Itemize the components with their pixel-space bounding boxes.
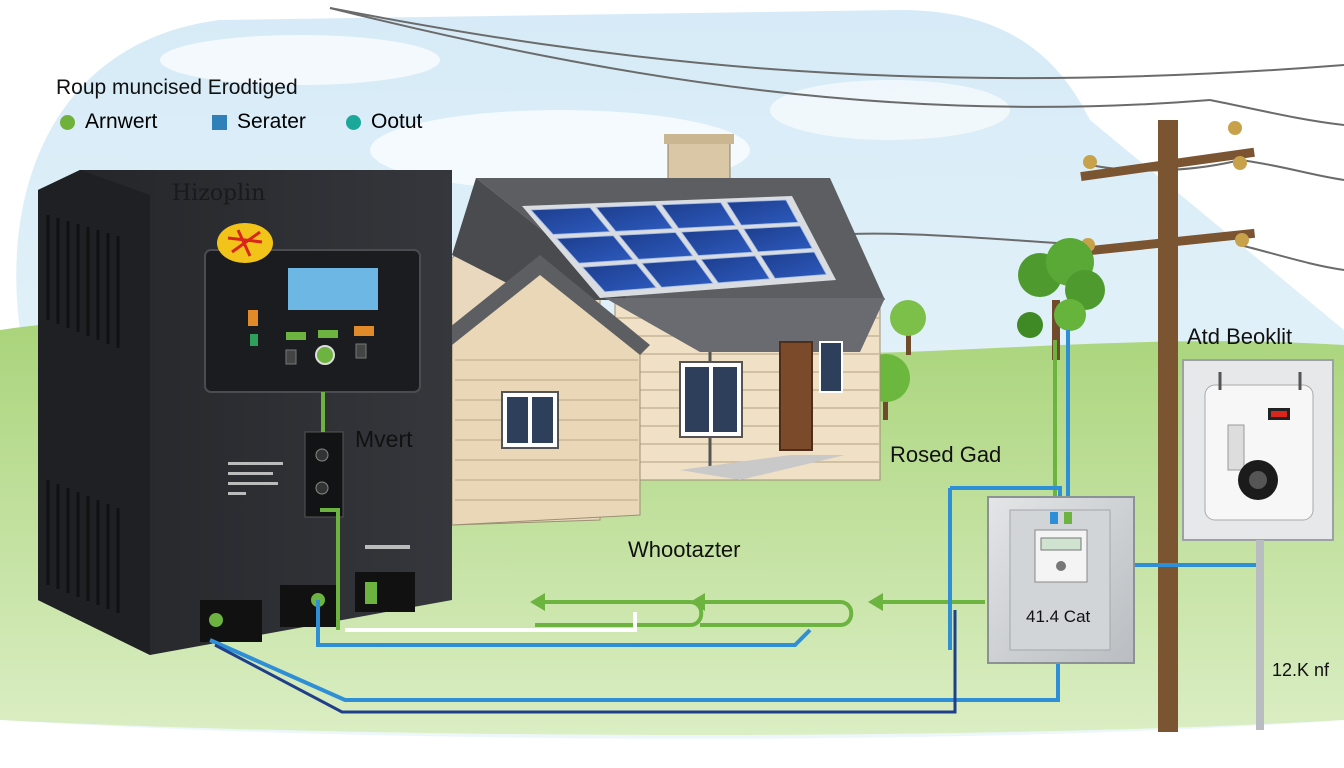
legend-label: Arnwert [85, 110, 158, 133]
solar-cell [641, 259, 714, 288]
legend-item-ootut: Ootut [346, 110, 422, 134]
solar-cell [556, 235, 634, 264]
pole-value-label: 12.K nf [1272, 660, 1330, 680]
blue-square-marker [212, 114, 227, 130]
legend-label: Serater [237, 110, 306, 133]
flow-arrows [530, 593, 883, 611]
grid-box-value: 41.4 Cat [1026, 607, 1091, 626]
solar-cell [595, 204, 674, 232]
solar-array [522, 196, 836, 298]
solar-cell [726, 199, 799, 226]
overhead-power-lines [329, 7, 1344, 271]
legend-item-serater: Serater [212, 110, 306, 134]
solar-cell [581, 263, 657, 293]
solar-panel-cells [530, 199, 827, 293]
solar-cell [743, 225, 813, 253]
neutral-wiring-white [345, 612, 637, 632]
solar-cell [680, 228, 754, 256]
solar-cell [759, 251, 827, 279]
grid-connection-box [987, 496, 1135, 664]
legend-item-arnwert: Arnwert [60, 110, 157, 134]
legend-title: Roup muncised Erodtiged [56, 76, 298, 99]
inverter-brand-label: Hizoplin [172, 181, 266, 206]
solar-cell [530, 207, 611, 235]
solar-cell [618, 232, 694, 260]
grid-label: Rosed Gad [890, 442, 1002, 467]
solar-cell [660, 202, 736, 229]
inverter-side-label: Mvert [355, 426, 413, 452]
meter-panel [1182, 359, 1334, 730]
house-flow-label: Whootazter [628, 537, 741, 562]
utility-pole [1080, 120, 1256, 732]
teal-circle-marker [346, 114, 361, 130]
inverter-unit [38, 170, 452, 655]
green-circle-marker [60, 114, 75, 130]
solar-cell [700, 255, 771, 284]
house [440, 134, 885, 526]
legend-label: Ootut [371, 110, 423, 133]
tree-large [1017, 238, 1105, 360]
meter-panel-label: Atd Beoklit [1187, 324, 1293, 349]
return-wiring-navy [214, 610, 957, 714]
